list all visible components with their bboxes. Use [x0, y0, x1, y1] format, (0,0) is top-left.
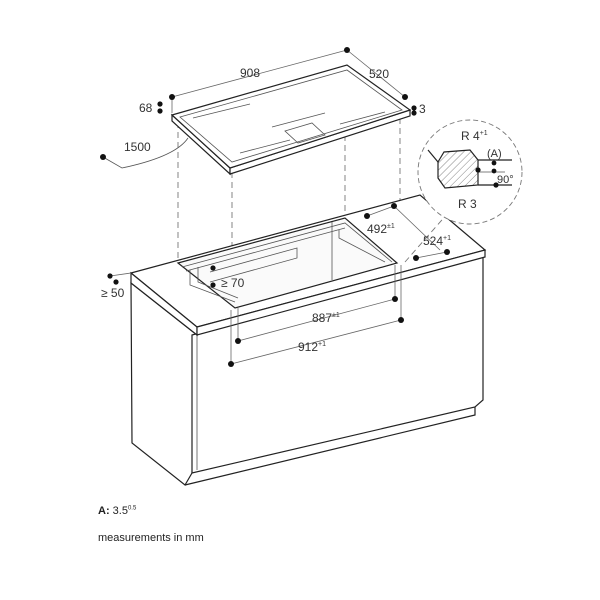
label-wall-clearance: ≥ 50 [101, 286, 125, 300]
label-angle: 90° [497, 174, 514, 186]
label-cable-length: 1500 [124, 140, 151, 154]
label-cooktop-width: 908 [240, 66, 260, 80]
note-a: A: 3.50.5 [98, 505, 137, 517]
label-radius-top: R 4+1 [461, 129, 488, 143]
label-cutout-inner-width: 887±1 [312, 311, 340, 325]
countertop [129, 194, 487, 337]
label-radius-bottom: R 3 [458, 197, 477, 211]
label-cutout-outer-depth: 524+1 [423, 234, 451, 248]
dimension-dots [100, 47, 450, 367]
label-cutout-inner-depth: 492±1 [367, 222, 395, 236]
power-cable [102, 137, 189, 169]
note-units: measurements in mm [98, 532, 204, 544]
label-cooktop-height: 68 [139, 101, 153, 115]
vent-panel [284, 122, 326, 144]
label-a: (A) [487, 148, 502, 160]
cutout [176, 217, 399, 309]
edge-detail-callout [417, 119, 523, 225]
label-front-clearance: ≥ 70 [221, 276, 245, 290]
label-cutout-outer-width: 912+1 [298, 340, 326, 354]
label-cooktop-depth: 520 [369, 67, 389, 81]
cooktop [102, 64, 412, 176]
dimension-lines [109, 49, 456, 365]
cabinet [130, 256, 484, 486]
label-cooktop-frame: 3 [419, 102, 426, 116]
